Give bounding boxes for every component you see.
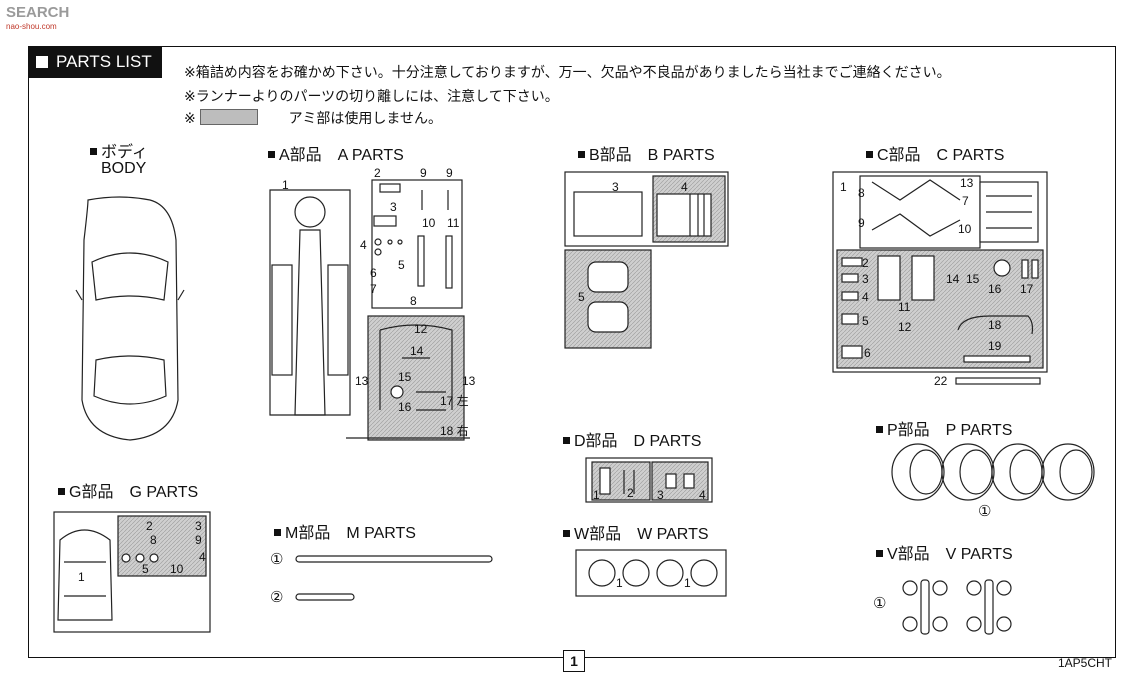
p-tires-drawing bbox=[891, 443, 1095, 501]
c-part-number: 3 bbox=[862, 272, 869, 286]
c-part-number: 14 bbox=[946, 272, 960, 286]
mesh-swatch bbox=[200, 109, 259, 125]
b-part-number: 4 bbox=[681, 180, 688, 194]
c-part-number: 16 bbox=[988, 282, 1002, 296]
v-parts-drawing bbox=[902, 579, 1012, 635]
d-part-number: 2 bbox=[627, 486, 634, 500]
c-sprue-drawing bbox=[832, 171, 1048, 385]
a-part-number: 15 bbox=[398, 370, 412, 384]
a-part-number: 13 bbox=[462, 374, 476, 388]
g-part-number: 5 bbox=[142, 562, 149, 576]
a-part-number: 4 bbox=[360, 238, 367, 252]
c-part-number: 1 bbox=[840, 180, 847, 194]
a-part-number: 5 bbox=[398, 258, 405, 272]
g-part-number: 1 bbox=[78, 570, 85, 584]
a-part-number: 13 bbox=[355, 374, 369, 388]
c-part-number: 15 bbox=[966, 272, 980, 286]
c-part-number: 4 bbox=[862, 290, 869, 304]
a-part-number: 3 bbox=[390, 200, 397, 214]
g-part-number: 4 bbox=[199, 550, 206, 564]
g-parts-header: G部品 G PARTS bbox=[58, 478, 198, 502]
c-part-number: 5 bbox=[862, 314, 869, 328]
d-part-number: 4 bbox=[699, 488, 706, 502]
d-part-number: 3 bbox=[657, 488, 664, 502]
c-part-number: 22 bbox=[934, 374, 948, 388]
a-part-number: 11 bbox=[447, 216, 460, 230]
a-part-number: 17 左 bbox=[440, 394, 469, 408]
c-part-number: 9 bbox=[858, 216, 865, 230]
v-parts-header: V部品 V PARTS bbox=[876, 540, 1013, 564]
a-part-number: 1 bbox=[282, 178, 289, 192]
a-part-number: 6 bbox=[370, 266, 377, 280]
a-part-number: 18 右 bbox=[440, 424, 469, 438]
c-part-number: 8 bbox=[858, 186, 865, 200]
g-sprue-drawing bbox=[53, 511, 211, 633]
g-part-number: 8 bbox=[150, 533, 157, 547]
b-part-number: 5 bbox=[578, 290, 585, 304]
c-part-number: 19 bbox=[988, 339, 1002, 353]
a-part-number: 16 bbox=[398, 400, 412, 414]
note-runner-caution: ※ランナーよりのパーツの切り離しには、注意して下さい。 bbox=[184, 89, 559, 105]
parts-list-title: PARTS LIST bbox=[28, 46, 162, 78]
d-part-number: 1 bbox=[593, 488, 600, 502]
m-parts-header: M部品 M PARTS bbox=[274, 519, 416, 543]
g-part-number: 2 bbox=[146, 519, 153, 533]
a-part-number: 14 bbox=[410, 344, 424, 358]
body-header-jp: ボディ bbox=[90, 138, 148, 162]
c-part-number: 18 bbox=[988, 318, 1002, 332]
m-part-number: ② bbox=[270, 589, 284, 606]
a-part-number: 10 bbox=[422, 216, 436, 230]
a-parts-header: A部品 A PARTS bbox=[268, 141, 404, 165]
w-sprue-drawing bbox=[575, 549, 727, 597]
a-part-number: 9 bbox=[420, 166, 427, 180]
d-parts-header: D部品 D PARTS bbox=[563, 427, 701, 451]
a-part-number: 12 bbox=[414, 322, 428, 336]
v-part-number: ① bbox=[873, 595, 887, 612]
c-parts-header: C部品 C PARTS bbox=[866, 141, 1004, 165]
c-part-number: 2 bbox=[862, 256, 869, 270]
c-part-number: 13 bbox=[960, 176, 974, 190]
c-part-number: 12 bbox=[898, 320, 912, 334]
square-icon bbox=[36, 56, 48, 68]
p-parts-header: P部品 P PARTS bbox=[876, 416, 1012, 440]
d-sprue-drawing bbox=[585, 457, 713, 503]
w-parts-header: W部品 W PARTS bbox=[563, 520, 709, 544]
a-part-number: 2 bbox=[374, 166, 381, 180]
page-number: 1 bbox=[563, 650, 585, 672]
c-part-number: 7 bbox=[962, 194, 969, 208]
a-part-number: 7 bbox=[370, 282, 377, 296]
watermark-brand: SEARCH bbox=[6, 4, 70, 21]
m-part-number: ① bbox=[270, 551, 284, 568]
w-part-number: 1 bbox=[616, 576, 623, 590]
b-parts-header: B部品 B PARTS bbox=[578, 141, 715, 165]
m-rods-drawing bbox=[295, 555, 493, 601]
g-part-number: 3 bbox=[195, 519, 202, 533]
watermark-site: nao-shou.com bbox=[6, 22, 57, 31]
body-header-en: BODY bbox=[101, 160, 147, 177]
b-part-number: 3 bbox=[612, 180, 619, 194]
c-part-number: 17 bbox=[1020, 282, 1034, 296]
a-part-number: 8 bbox=[410, 294, 417, 308]
a-part-number: 9 bbox=[446, 166, 453, 180]
c-part-number: 11 bbox=[898, 300, 911, 314]
document-code: 1AP5CHT bbox=[1057, 656, 1112, 670]
g-part-number: 10 bbox=[170, 562, 184, 576]
p-part-number: ① bbox=[978, 503, 992, 520]
c-part-number: 6 bbox=[864, 346, 871, 360]
g-part-number: 9 bbox=[195, 533, 202, 547]
w-part-number: 1 bbox=[684, 576, 691, 590]
a-sprue-drawing bbox=[269, 179, 470, 441]
body-drawing bbox=[75, 196, 185, 441]
note-mesh: ※ アミ部は使用しません。 bbox=[184, 109, 442, 127]
b-sprue-drawing bbox=[564, 171, 729, 349]
c-part-number: 10 bbox=[958, 222, 972, 236]
note-check-contents: ※箱詰め内容をお確かめ下さい。十分注意しておりますが、万一、欠品や不良品がありま… bbox=[184, 65, 951, 81]
